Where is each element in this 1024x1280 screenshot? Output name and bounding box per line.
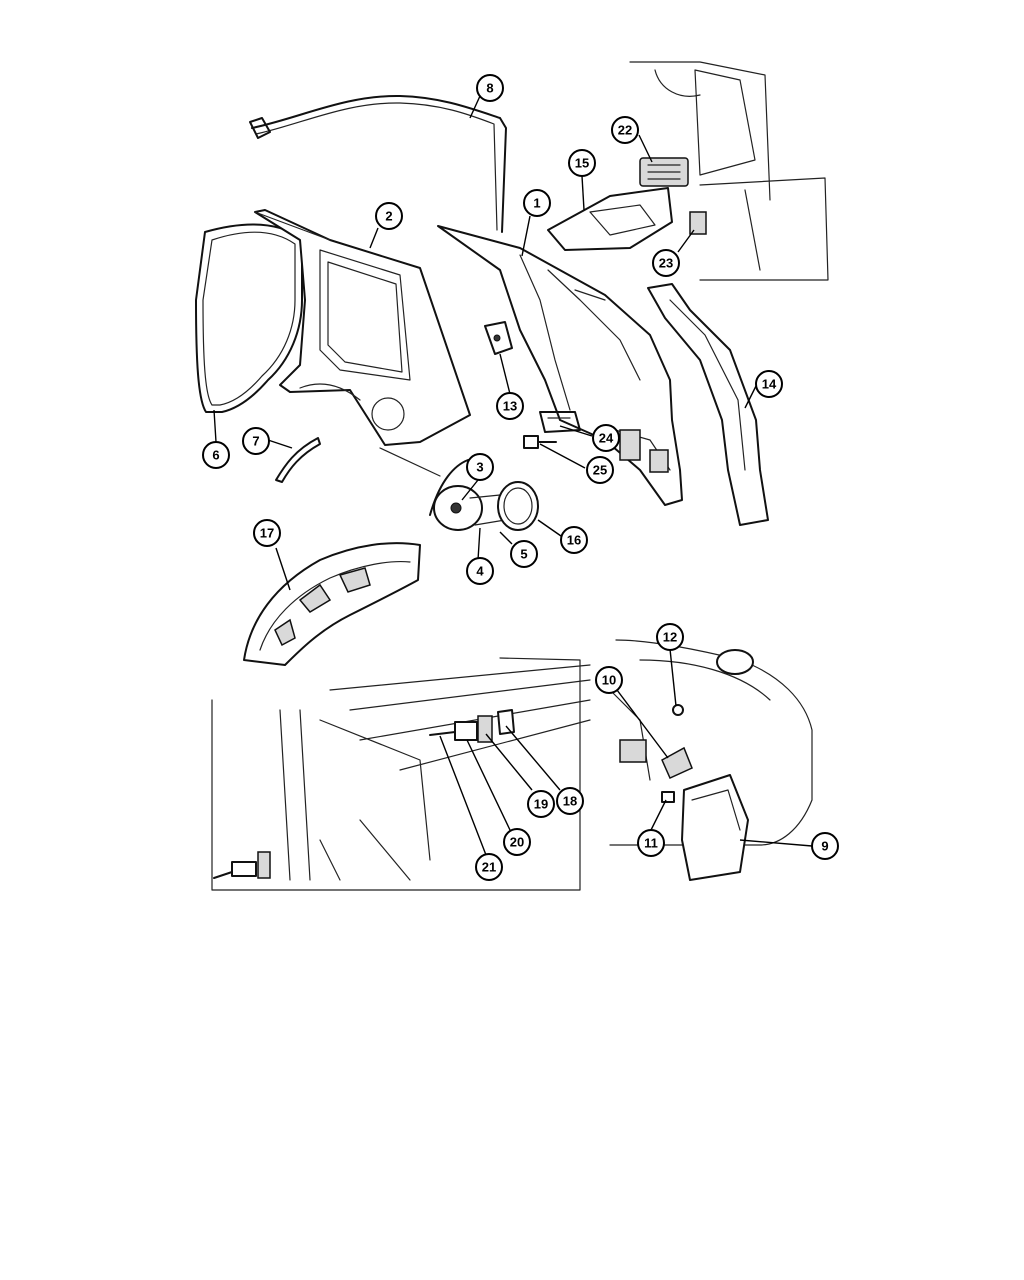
callout-17: 17 bbox=[253, 519, 281, 547]
svg-text:3: 3 bbox=[476, 460, 483, 475]
bracket-24 bbox=[539, 411, 581, 433]
svg-text:5: 5 bbox=[520, 547, 527, 562]
wheelhouse-liner bbox=[243, 542, 421, 666]
svg-text:19: 19 bbox=[534, 797, 548, 812]
grommet-10 bbox=[661, 746, 693, 779]
callout-11: 11 bbox=[637, 829, 665, 857]
quarter-panel-outer bbox=[254, 209, 471, 446]
svg-text:8: 8 bbox=[486, 81, 493, 96]
callout-4: 4 bbox=[466, 557, 494, 585]
svg-text:6: 6 bbox=[212, 448, 219, 463]
callout-13: 13 bbox=[496, 392, 524, 420]
hinge-18-21 bbox=[429, 709, 515, 743]
svg-text:10: 10 bbox=[602, 673, 616, 688]
callout-12: 12 bbox=[656, 623, 684, 651]
callout-10: 10 bbox=[595, 666, 623, 694]
svg-text:4: 4 bbox=[476, 564, 484, 579]
svg-text:21: 21 bbox=[482, 860, 496, 875]
callout-19: 19 bbox=[527, 790, 555, 818]
wheel-flare-molding bbox=[275, 437, 321, 483]
roof-rail-weatherstrip bbox=[249, 94, 507, 233]
callout-7: 7 bbox=[242, 427, 270, 455]
svg-text:11: 11 bbox=[644, 836, 658, 851]
pillar-reinforcement bbox=[647, 283, 769, 526]
fastener-12 bbox=[672, 704, 684, 716]
callout-24: 24 bbox=[592, 424, 620, 452]
svg-text:25: 25 bbox=[593, 463, 607, 478]
svg-text:15: 15 bbox=[575, 156, 589, 171]
callout-15: 15 bbox=[568, 149, 596, 177]
svg-text:20: 20 bbox=[510, 835, 524, 850]
clip-23 bbox=[689, 211, 707, 235]
callout-1: 1 bbox=[523, 189, 551, 217]
svg-text:23: 23 bbox=[659, 256, 673, 271]
svg-text:18: 18 bbox=[563, 794, 577, 809]
svg-text:9: 9 bbox=[821, 839, 828, 854]
callout-8: 8 bbox=[476, 74, 504, 102]
duct-15 bbox=[547, 187, 673, 251]
callout-5: 5 bbox=[510, 540, 538, 568]
svg-text:24: 24 bbox=[599, 431, 614, 446]
svg-text:12: 12 bbox=[663, 630, 677, 645]
callout-21: 21 bbox=[475, 853, 503, 881]
callout-6: 6 bbox=[202, 441, 230, 469]
svg-text:22: 22 bbox=[618, 123, 632, 138]
callout-2: 2 bbox=[375, 202, 403, 230]
leader-lines bbox=[213, 95, 813, 856]
svg-text:17: 17 bbox=[260, 526, 274, 541]
svg-text:13: 13 bbox=[503, 399, 517, 414]
fastener-11 bbox=[661, 791, 675, 803]
door-opening-weatherstrip bbox=[195, 223, 303, 413]
floor-pan-view bbox=[211, 657, 591, 891]
callout-18: 18 bbox=[556, 787, 584, 815]
callout-16: 16 bbox=[560, 526, 588, 554]
callout-20: 20 bbox=[503, 828, 531, 856]
callout-22: 22 bbox=[611, 116, 639, 144]
rear-interior-view bbox=[609, 639, 813, 846]
quarter-panel-inner bbox=[437, 225, 683, 506]
callout-14: 14 bbox=[755, 370, 783, 398]
callout-25: 25 bbox=[586, 456, 614, 484]
svg-text:7: 7 bbox=[252, 434, 259, 449]
callout-3: 3 bbox=[466, 453, 494, 481]
duct-9 bbox=[681, 774, 749, 881]
fuel-filler-door bbox=[379, 447, 539, 531]
vent-22 bbox=[639, 157, 689, 187]
bolt-25 bbox=[523, 435, 557, 449]
svg-text:1: 1 bbox=[533, 196, 540, 211]
svg-text:16: 16 bbox=[567, 533, 581, 548]
svg-text:2: 2 bbox=[385, 209, 392, 224]
inset-view-top-right bbox=[629, 61, 829, 281]
svg-text:14: 14 bbox=[762, 377, 777, 392]
callout-9: 9 bbox=[811, 832, 839, 860]
bracket-13 bbox=[484, 321, 513, 355]
callout-23: 23 bbox=[652, 249, 680, 277]
